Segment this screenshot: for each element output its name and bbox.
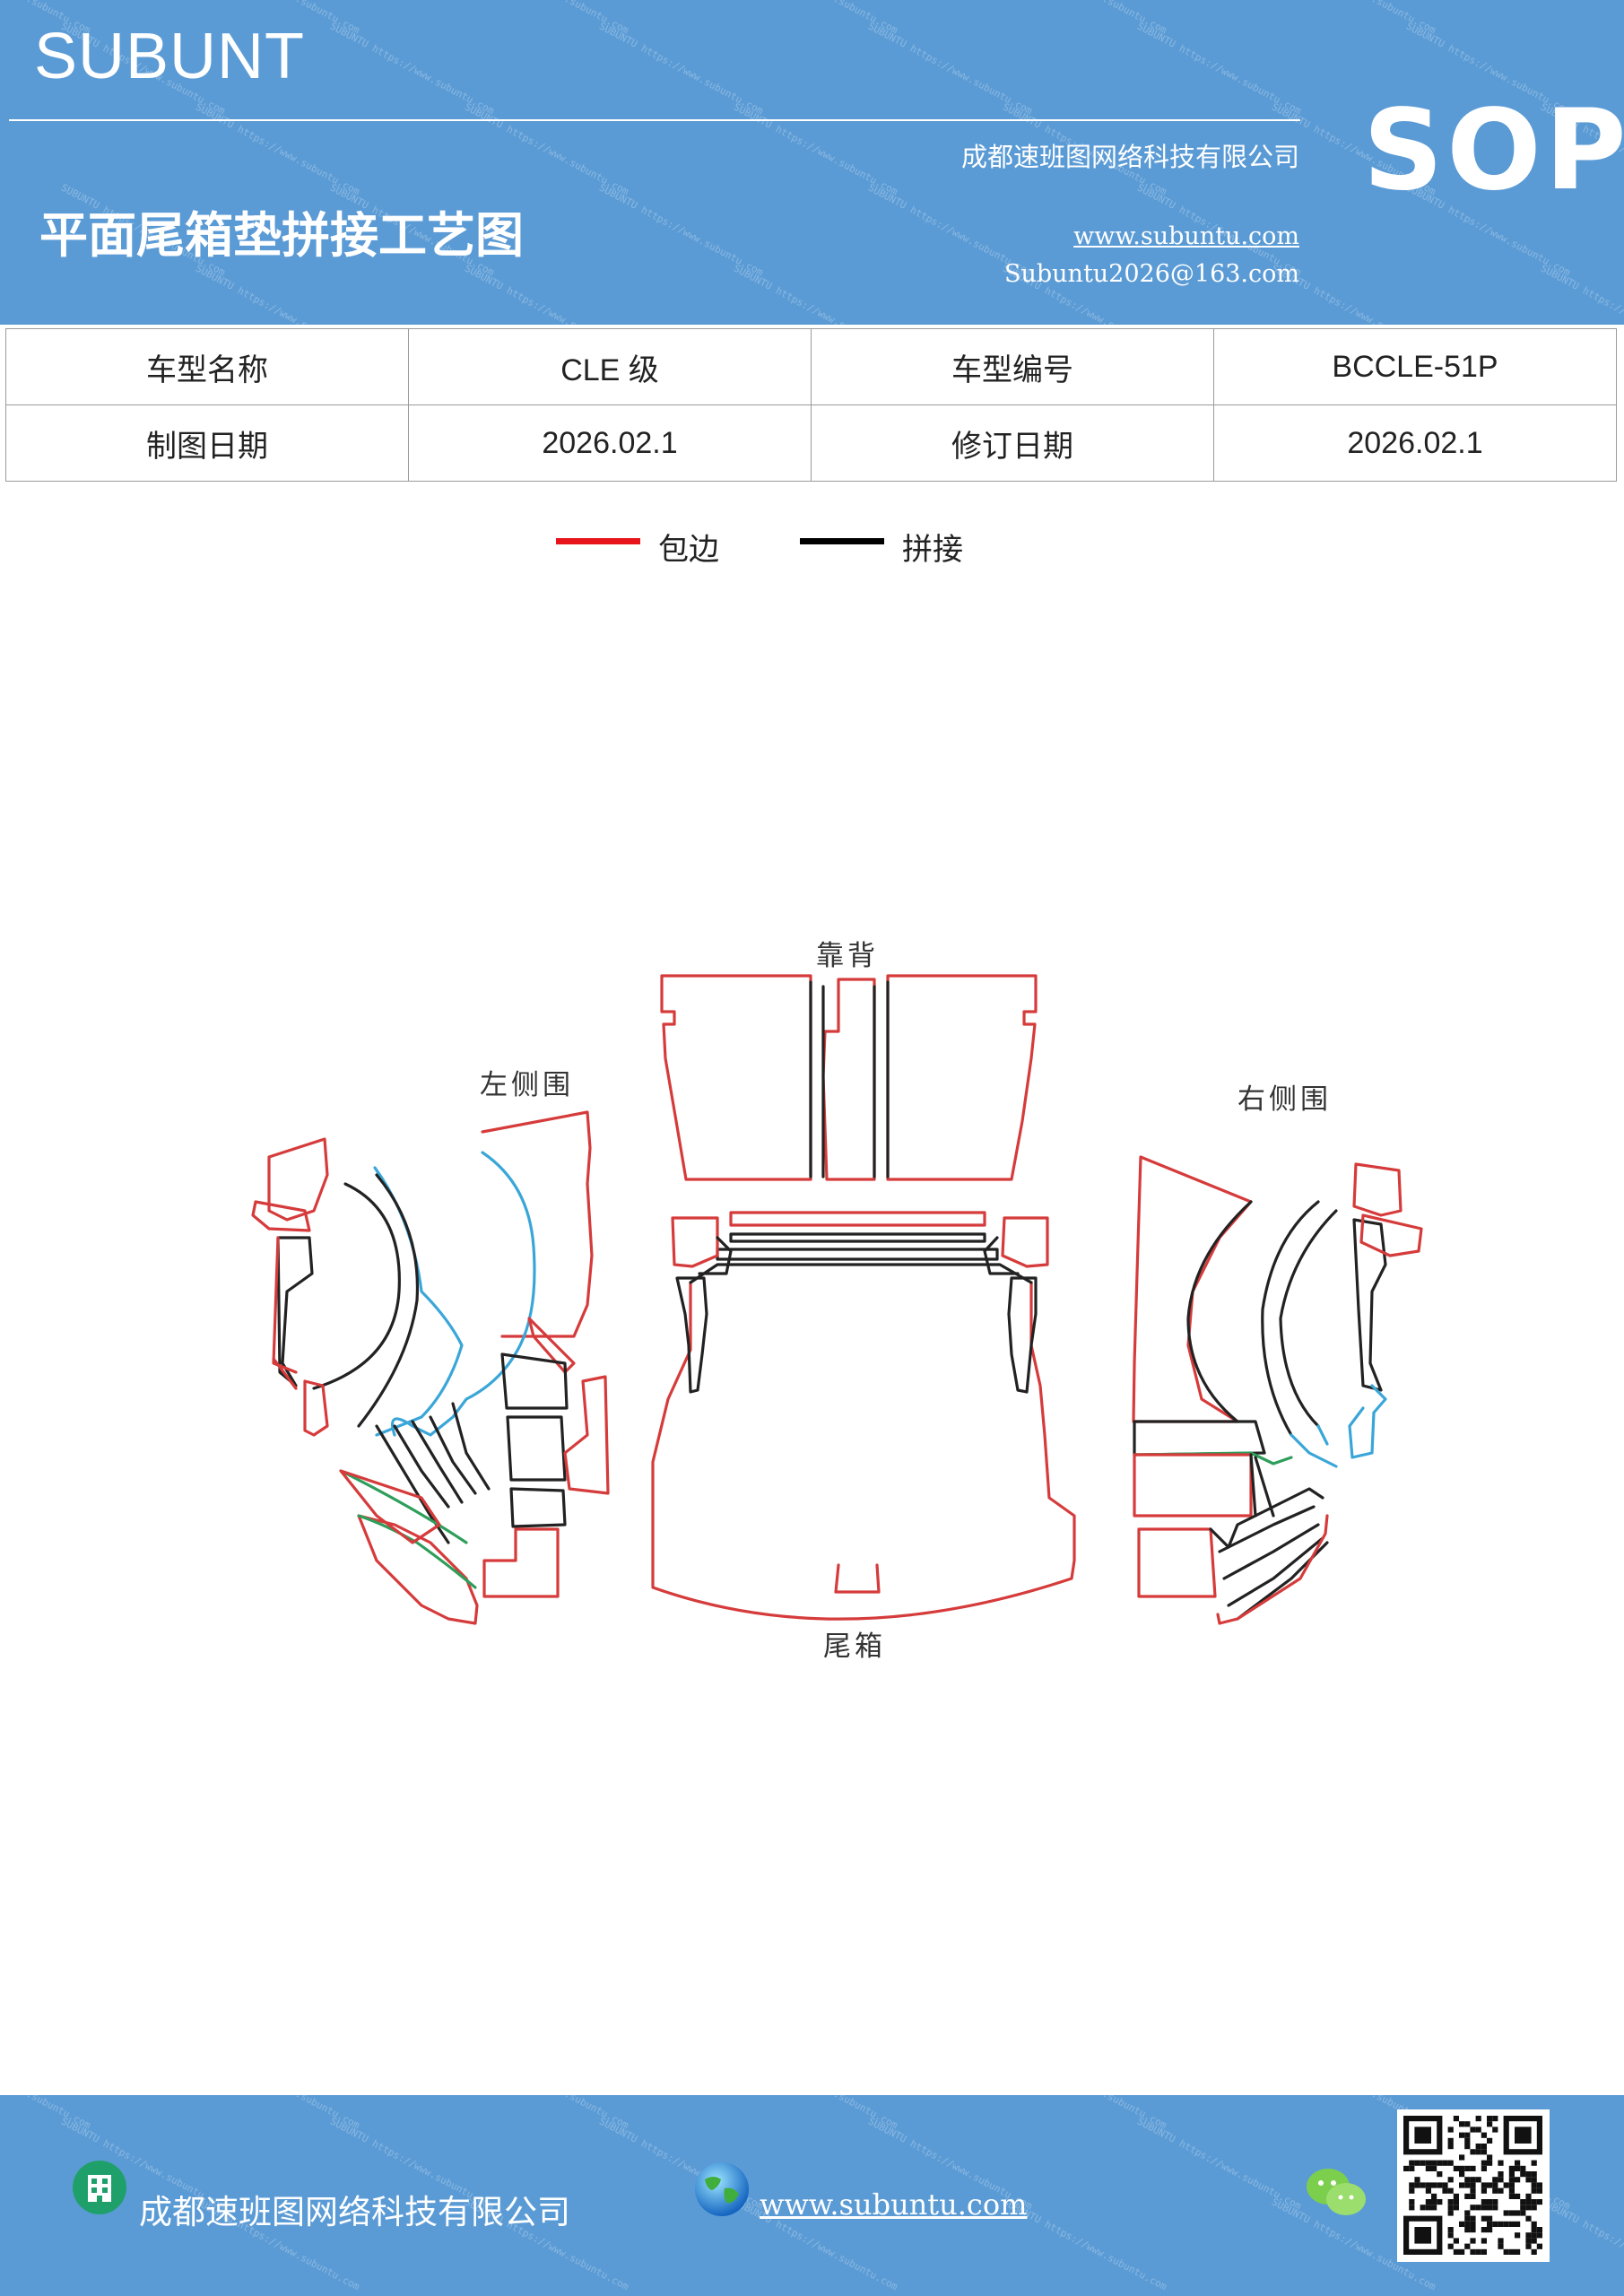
trunk-left-bracket <box>698 1236 733 1275</box>
trunk-left-strip <box>675 1276 708 1394</box>
left-small-tab <box>251 1200 311 1232</box>
legend-seam-label: 拼接 <box>902 532 963 568</box>
label-right-side: 右侧围 <box>1238 1083 1332 1116</box>
left-lower-left <box>339 1469 441 1544</box>
trunk-top-strip-1 <box>729 1211 986 1227</box>
header-divider <box>9 119 1300 121</box>
right-top-panel <box>1132 1155 1253 1423</box>
right-lower-panel <box>1133 1453 1253 1518</box>
trunk-handle <box>834 1563 881 1594</box>
header-company-name: 成都速班图网络科技有限公司 <box>960 142 1299 172</box>
value-model-name: CLE 级 <box>408 328 812 405</box>
header-website-link[interactable]: www.subuntu.com <box>1073 222 1299 250</box>
left-blue-edge <box>390 1151 536 1437</box>
left-bottom-rect <box>482 1527 560 1598</box>
right-arch-inner <box>1261 1200 1320 1437</box>
left-top-panel <box>481 1110 594 1338</box>
left-lower-strips <box>375 1402 491 1544</box>
brand-logo-text: SUBUNT <box>34 21 306 92</box>
right-arch-inner-2 <box>1279 1209 1338 1428</box>
left-small-red-1 <box>527 1317 576 1374</box>
right-bottom-block <box>1137 1527 1217 1598</box>
table-row: 制图日期 2026.02.1 修订日期 2026.02.1 <box>5 404 1617 482</box>
right-side-panels <box>1132 1155 1423 1625</box>
left-mid-block-1 <box>500 1352 569 1410</box>
watermark-text: SUBUNTU https://www.subuntu.com <box>1538 262 1624 325</box>
label-trunk: 尾箱 <box>823 1631 886 1663</box>
left-green-seam <box>357 1514 477 1589</box>
left-side-panels <box>251 1110 610 1625</box>
value-model-code: BCCLE-51P <box>1213 328 1617 405</box>
wechat-icon <box>1307 2169 1366 2215</box>
left-mid-block-2 <box>506 1415 567 1482</box>
trunk-top-seam <box>689 1263 1033 1284</box>
table-row: 车型名称 CLE 级 车型编号 BCCLE-51P <box>5 328 1617 405</box>
trunk-floor-outline <box>651 1281 1076 1621</box>
globe-icon <box>695 2162 749 2216</box>
right-arch <box>1186 1200 1253 1423</box>
right-lower-strips <box>1218 1505 1329 1621</box>
watermark-text: SUBUNTU https://www.subuntu.com <box>1539 0 1624 36</box>
right-bottom-red <box>1216 1514 1329 1625</box>
left-bottom-panel <box>357 1514 479 1625</box>
left-arch-inner <box>357 1173 420 1428</box>
label-model-code: 车型编号 <box>811 328 1214 405</box>
left-outer-column <box>276 1236 314 1387</box>
backrest-left-panel <box>660 974 812 1181</box>
right-small-tab <box>1359 1213 1423 1257</box>
legend: 包边 拼接 <box>0 525 1624 578</box>
left-top-corner <box>267 1137 329 1222</box>
backrest-center-panel <box>821 978 876 1181</box>
trunk-top-strip-3 <box>716 1248 999 1261</box>
left-blue-edge-2 <box>373 1166 464 1437</box>
trunk-left-tab <box>671 1216 719 1268</box>
left-outer-red <box>272 1236 298 1390</box>
left-mid-block-3 <box>509 1487 567 1528</box>
backrest-panels <box>660 974 1038 1181</box>
value-draw-date: 2026.02.1 <box>408 404 812 482</box>
right-bottom-seam <box>1209 1487 1324 1549</box>
legend-seam-swatch <box>800 538 884 544</box>
header-email: Subuntu2026@163.com <box>1004 260 1299 288</box>
value-revision-date: 2026.02.1 <box>1213 404 1617 482</box>
trunk-right-tab <box>1001 1216 1049 1268</box>
right-blue-edge <box>1348 1384 1387 1459</box>
label-backrest: 靠背 <box>816 940 879 972</box>
left-green-seam-2 <box>339 1469 468 1544</box>
left-right-block <box>563 1375 610 1495</box>
sop-badge: SOP <box>1363 86 1624 215</box>
right-lower-seam <box>1249 1453 1275 1518</box>
legend-edge-label: 包边 <box>658 532 719 568</box>
legend-edge-swatch <box>556 538 640 544</box>
label-model-name: 车型名称 <box>5 328 409 405</box>
qr-code <box>1397 2109 1550 2262</box>
company-icon <box>73 2161 126 2214</box>
backrest-right-panel <box>886 974 1038 1181</box>
trunk-right-bracket <box>983 1236 1020 1275</box>
left-small-bottom <box>303 1379 329 1437</box>
mat-layout-diagram: 靠背 左侧围 右侧围 尾箱 <box>0 897 1624 1704</box>
footer-company-name: 成都速班图网络科技有限公司 <box>139 2193 570 2231</box>
right-top-corner <box>1352 1162 1403 1217</box>
document-title: 平面尾箱垫拼接工艺图 <box>39 207 524 264</box>
watermark-text: SUBUNTU https://www.subuntu.com <box>1538 2196 1624 2293</box>
trunk-top-strip-2 <box>729 1232 986 1243</box>
label-revision-date: 修订日期 <box>811 404 1214 482</box>
trunk-right-strip <box>1007 1276 1038 1394</box>
vehicle-info-table: 车型名称 CLE 级 车型编号 BCCLE-51P 制图日期 2026.02.1… <box>5 328 1617 482</box>
label-draw-date: 制图日期 <box>5 404 409 482</box>
watermark-text: SUBUNTU https://www.subuntu.com <box>1539 2095 1624 2131</box>
label-left-side: 左侧围 <box>480 1069 574 1101</box>
mat-pattern-svg <box>251 974 1423 1625</box>
right-mid-panel <box>1133 1420 1266 1457</box>
trunk-floor <box>651 1211 1076 1621</box>
right-column <box>1352 1218 1387 1392</box>
left-arch <box>312 1182 401 1390</box>
backrest-seam <box>809 980 890 1178</box>
right-blue-edge-2 <box>1290 1424 1338 1468</box>
footer-website-link[interactable]: www.subuntu.com <box>760 2187 1028 2222</box>
